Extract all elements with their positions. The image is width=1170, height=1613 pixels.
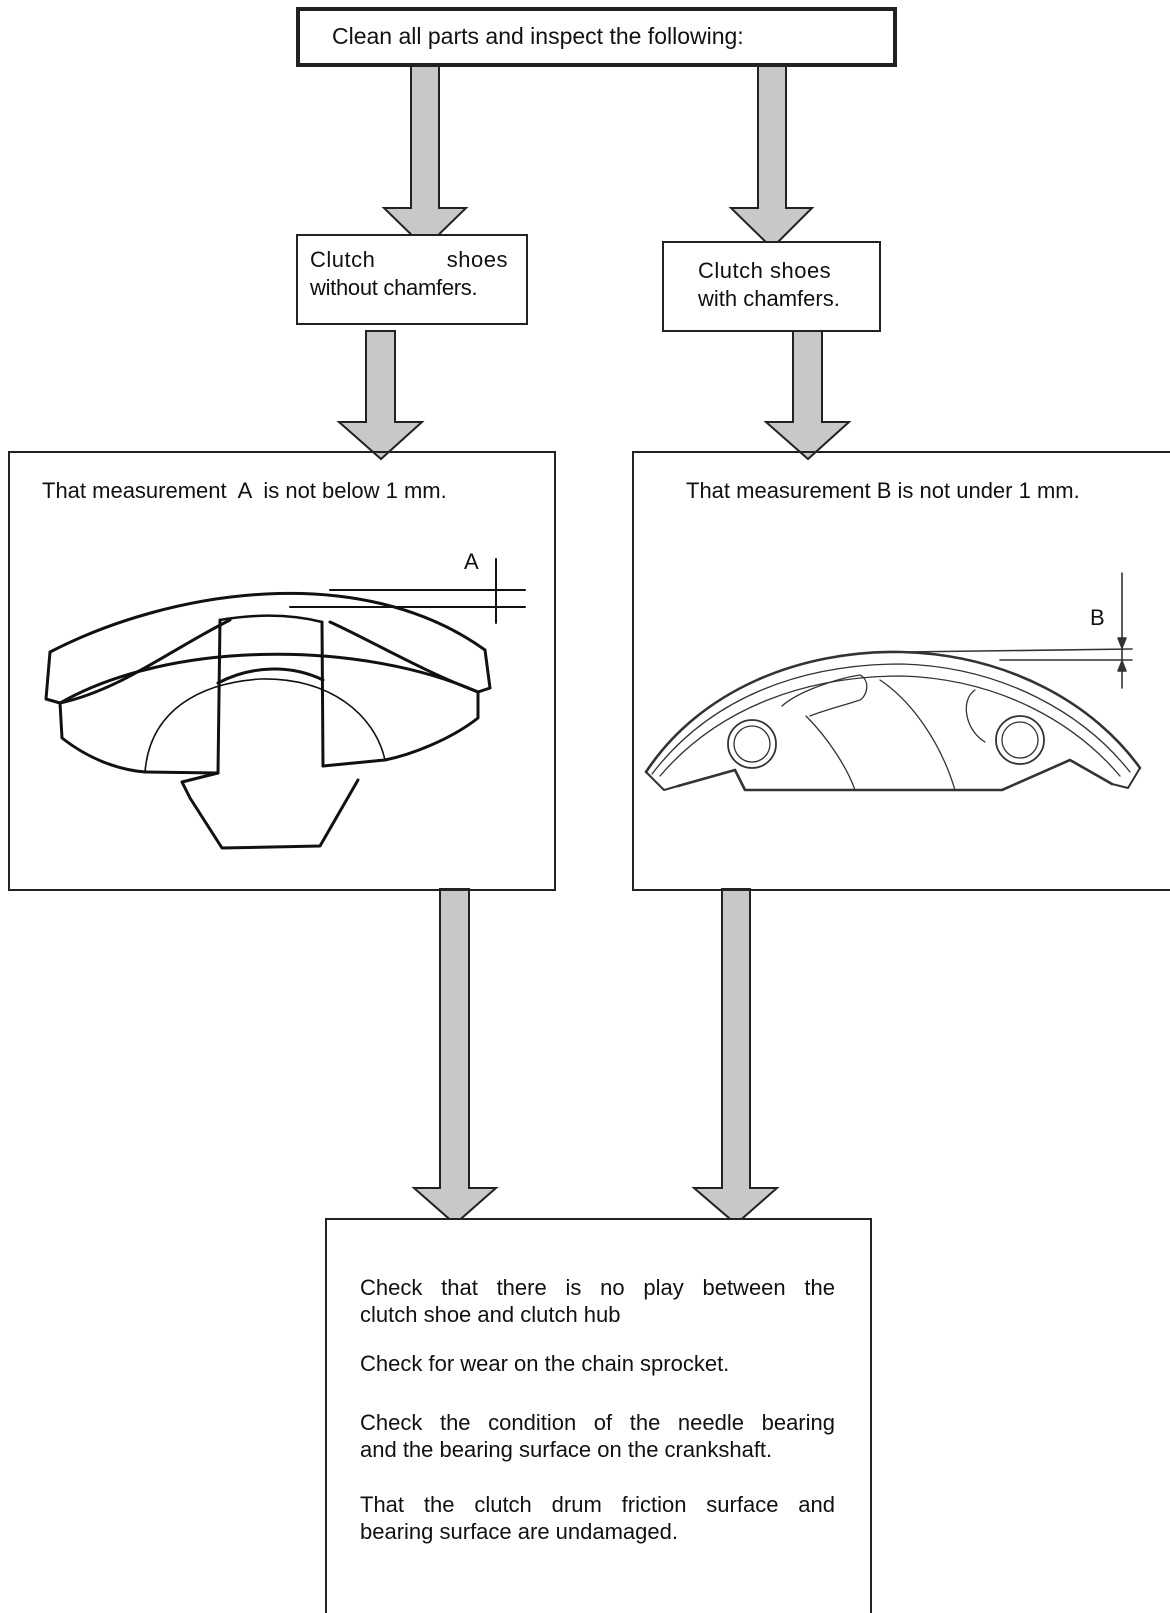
arrow-top-left xyxy=(381,65,469,250)
arrow-top-right xyxy=(728,65,815,250)
clutch-shoe-with-chamfers-drawing xyxy=(644,572,1142,792)
arrow-bottom-left xyxy=(411,888,499,1226)
inspection-header-box: Clean all parts and inspect the followin… xyxy=(296,7,897,67)
inspection-header-text: Clean all parts and inspect the followin… xyxy=(332,23,744,49)
check-item-2: Check for wear on the chain sprocket. xyxy=(360,1351,730,1376)
check-item-3-line1: Check the condition of the needle bearin… xyxy=(360,1410,835,1435)
measurement-panel-a: That measurement A is not below 1 mm. xyxy=(8,451,556,891)
checklist-box: Check that there is no play between the … xyxy=(325,1218,872,1613)
check-item-4-line2: bearing surface are undamaged. xyxy=(360,1519,678,1544)
arrow-mid-right xyxy=(763,330,852,461)
measurement-panel-b: That measurement B is not under 1 mm. xyxy=(632,451,1170,891)
dimension-label-b: B xyxy=(1090,605,1105,630)
branch-box-with-chamfers: Clutch shoes with chamfers. xyxy=(662,241,881,332)
arrow-bottom-right xyxy=(691,888,780,1226)
measurement-a-caption: That measurement A is not below 1 mm. xyxy=(42,478,447,503)
branch-with-chamfers-line2: with chamfers. xyxy=(698,286,840,311)
branch-box-without-chamfers: Clutch shoes without chamfers. xyxy=(296,234,528,325)
arrow-mid-left xyxy=(336,330,425,461)
branch-with-chamfers-line1: Clutch shoes xyxy=(698,258,832,283)
check-item-4-line1: That the clutch drum friction surface an… xyxy=(360,1492,835,1517)
check-item-1-line1: Check that there is no play between the xyxy=(360,1275,835,1300)
dimension-label-a: A xyxy=(464,549,479,574)
branch-without-chamfers-line2: without chamfers. xyxy=(310,275,478,300)
clutch-shoe-without-chamfers-drawing xyxy=(44,558,526,850)
check-item-3-line2: and the bearing surface on the crankshaf… xyxy=(360,1437,773,1462)
check-item-1-line2: clutch shoe and clutch hub xyxy=(360,1302,621,1327)
branch-without-chamfers-line1: Clutch shoes xyxy=(310,247,508,272)
measurement-b-caption: That measurement B is not under 1 mm. xyxy=(686,478,1080,503)
